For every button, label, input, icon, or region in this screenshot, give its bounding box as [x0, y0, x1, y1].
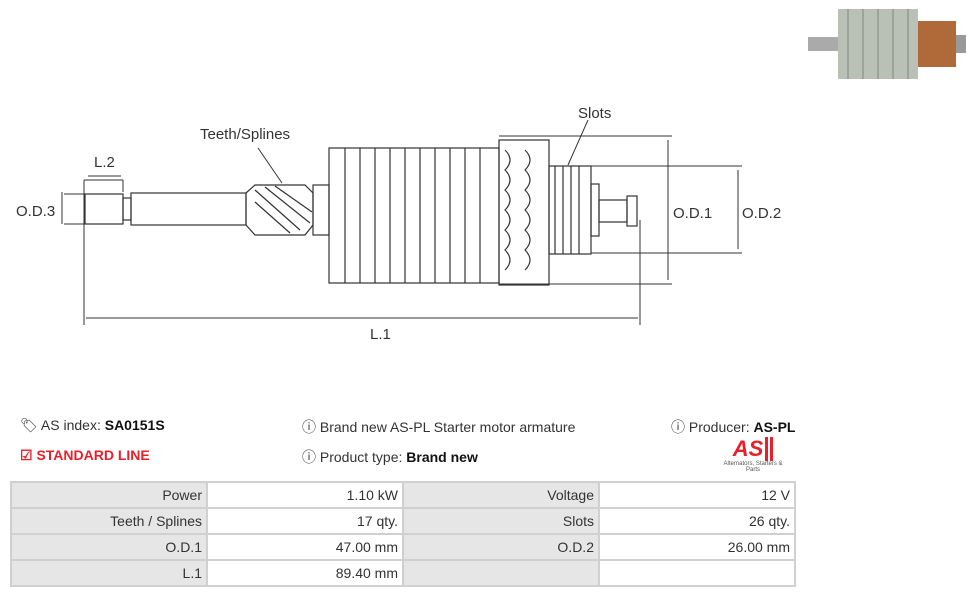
description: ⓘ Brand new AS-PL Starter motor armature	[302, 417, 575, 437]
slots-label: Slots	[578, 105, 611, 122]
spec-value: 26 qty.	[598, 507, 796, 535]
checkbox-icon: ☑	[20, 447, 33, 463]
spec-value: 17 qty.	[206, 507, 404, 535]
spec-label: Slots	[402, 507, 600, 535]
od1-label: O.D.1	[673, 205, 712, 222]
producer-label: Producer:	[688, 419, 750, 435]
spec-label: O.D.1	[10, 533, 208, 561]
as-index-label: AS index:	[40, 417, 101, 433]
od2-label: O.D.2	[742, 205, 781, 222]
info-icon: ⓘ	[302, 419, 316, 435]
l1-label: L.1	[370, 326, 391, 343]
standard-line: ☑ STANDARD LINE	[20, 447, 150, 464]
spec-value: 12 V	[598, 481, 796, 509]
spec-label: Teeth / Splines	[10, 507, 208, 535]
info-icon: ⓘ	[302, 449, 316, 465]
shaft-end	[84, 193, 124, 225]
armature-diagram: Teeth/Splines Slots O.D.1 O.D.2 O.D.3 L.…	[16, 105, 781, 343]
producer-value: AS-PL	[753, 419, 796, 435]
od3-label: O.D.3	[16, 203, 55, 220]
spec-value: 26.00 mm	[598, 533, 796, 561]
logo-tagline: Alternators, Starters & Parts	[723, 461, 783, 473]
spec-label: L.1	[10, 559, 208, 587]
product-type-label: Product type:	[319, 449, 403, 465]
spec-label: Power	[10, 481, 208, 509]
product-type-value: Brand new	[406, 449, 478, 465]
as-pl-logo: AS Alternators, Starters & Parts	[716, 437, 790, 474]
info-icon: ⓘ	[671, 419, 685, 435]
product-photo	[808, 5, 968, 81]
product-type: ⓘ Product type: Brand new	[302, 447, 478, 467]
producer: ⓘ Producer: AS-PL	[671, 417, 795, 437]
splines	[245, 184, 314, 236]
spec-label: O.D.2	[402, 533, 600, 561]
as-index: 🏷 AS index: SA0151S	[20, 417, 165, 434]
spec-value: 1.10 kW	[206, 481, 404, 509]
shaft	[130, 192, 247, 226]
spec-value: 47.00 mm	[206, 533, 404, 561]
tag-icon: 🏷	[20, 417, 38, 433]
spec-value: 89.40 mm	[206, 559, 404, 587]
as-index-value: SA0151S	[104, 417, 165, 433]
teeth-label: Teeth/Splines	[200, 126, 290, 143]
spec-label	[402, 559, 600, 587]
description-text: Brand new AS-PL Starter motor armature	[319, 419, 576, 435]
spec-value	[598, 559, 796, 587]
standard-line-label: STANDARD LINE	[36, 447, 150, 463]
spec-label: Voltage	[402, 481, 600, 509]
core	[328, 147, 500, 284]
l2-label: L.2	[94, 154, 115, 171]
